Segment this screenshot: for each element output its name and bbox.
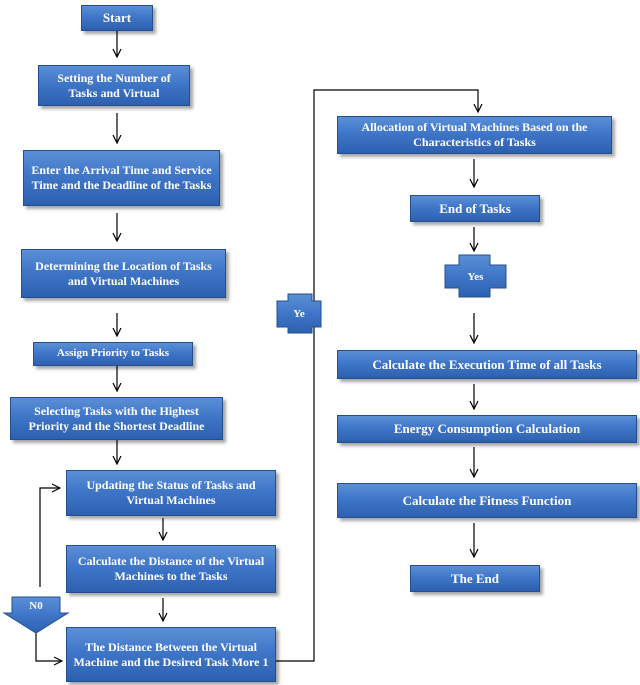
- assign-priority-node: Assign Priority to Tasks: [33, 342, 193, 366]
- energy-consumption-label: Energy Consumption Calculation: [393, 421, 581, 437]
- ye-cross-shape: [276, 293, 322, 334]
- connector-yes-path: [276, 89, 478, 662]
- yes-cross-shape: [444, 254, 507, 298]
- calc-execution-time-node: Calculate the Execution Time of all Task…: [337, 350, 637, 379]
- end-of-tasks-node: End of Tasks: [410, 195, 540, 222]
- enter-arrival-time-node: Enter the Arrival Time and Service Time …: [23, 150, 220, 206]
- assign-priority-label: Assign Priority to Tasks: [56, 347, 170, 360]
- arrow-no-to-distance-between: [35, 632, 62, 661]
- the-end-label: The End: [450, 570, 500, 586]
- distance-between-label: The Distance Between the Virtual Machine…: [73, 639, 269, 669]
- fitness-function-label: Calculate the Fitness Function: [402, 492, 572, 508]
- allocation-node: Allocation of Virtual Machines Based on …: [337, 116, 612, 154]
- setting-number-label: Setting the Number of Tasks and Virtual: [57, 70, 171, 100]
- end-of-tasks-label: End of Tasks: [439, 200, 511, 216]
- calc-distance-label: Calculate the Distance of the Virtual Ma…: [77, 554, 265, 583]
- energy-consumption-node: Energy Consumption Calculation: [337, 415, 637, 443]
- no-arrow-shape: [2, 596, 70, 634]
- the-end-node: The End: [410, 565, 540, 592]
- ye-text: Ye: [293, 308, 305, 320]
- distance-between-node: The Distance Between the Virtual Machine…: [66, 627, 276, 682]
- enter-arrival-time-label: Enter the Arrival Time and Service Time …: [31, 163, 212, 192]
- determining-location-node: Determining the Location of Tasks and Vi…: [21, 249, 226, 298]
- determining-location-label: Determining the Location of Tasks and Vi…: [35, 258, 212, 288]
- arrow-no-loop-to-updating: [39, 488, 60, 587]
- setting-number-node: Setting the Number of Tasks and Virtual: [38, 65, 190, 106]
- updating-status-node: Updating the Status of Tasks and Virtual…: [66, 470, 276, 516]
- selecting-tasks-node: Selecting Tasks with the Highest Priorit…: [10, 397, 223, 440]
- yes-decision-label: Yes: [445, 265, 506, 288]
- allocation-label: Allocation of Virtual Machines Based on …: [361, 120, 588, 149]
- calc-distance-node: Calculate the Distance of the Virtual Ma…: [66, 545, 276, 593]
- calc-execution-time-label: Calculate the Execution Time of all Task…: [372, 356, 602, 372]
- fitness-function-node: Calculate the Fitness Function: [337, 483, 637, 518]
- updating-status-label: Updating the Status of Tasks and Virtual…: [86, 478, 256, 507]
- no-decision-label: N0: [12, 598, 60, 614]
- selecting-tasks-label: Selecting Tasks with the Highest Priorit…: [28, 403, 205, 433]
- start-label: Start: [102, 10, 132, 26]
- start-node: Start: [81, 5, 153, 31]
- ye-decision-label: Ye: [277, 301, 321, 327]
- no-text: N0: [29, 600, 43, 612]
- yes-text: Yes: [467, 270, 484, 283]
